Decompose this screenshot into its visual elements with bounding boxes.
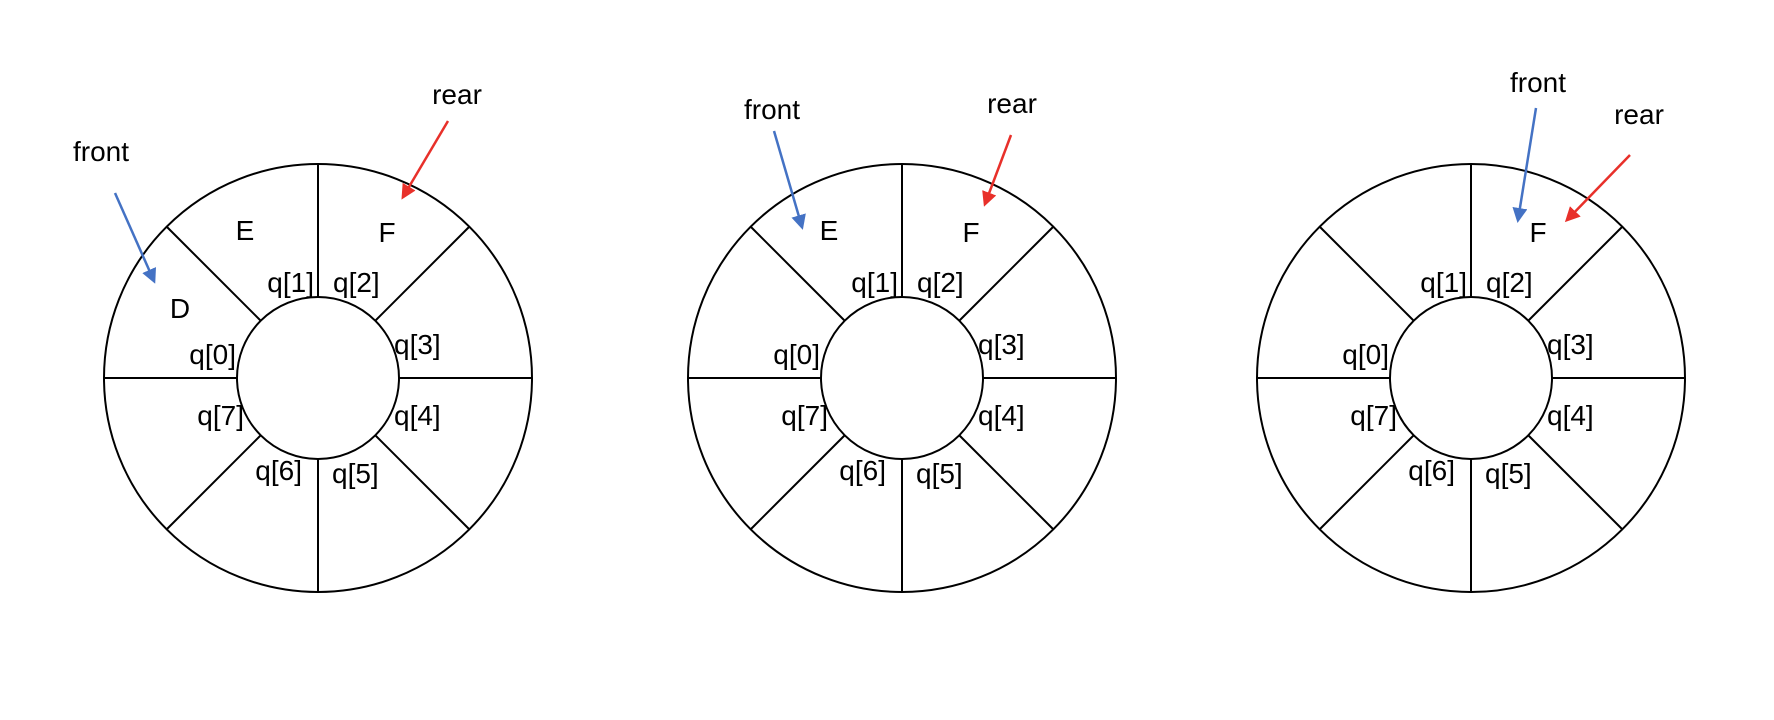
rear-label: rear	[987, 88, 1037, 119]
front-label: front	[744, 94, 800, 125]
slot-label-q7: q[7]	[197, 400, 244, 431]
divider-top-right	[958, 226, 1054, 322]
front-label: front	[1510, 67, 1566, 98]
queue-1: q[0] q[1] q[2] q[3] q[4] q[5] q[6] q[7] …	[103, 163, 533, 593]
divider-bottom-left	[166, 434, 262, 530]
slot-label-q0: q[0]	[773, 339, 820, 370]
rear-arrow	[982, 134, 1013, 207]
value-q0: D	[170, 293, 190, 324]
inner-circle	[1389, 296, 1553, 460]
divider-top-left	[1319, 226, 1415, 322]
slot-label-q0: q[0]	[189, 339, 236, 370]
front-arrow	[1512, 107, 1538, 223]
value-q1: E	[236, 215, 255, 246]
slot-label-q5: q[5]	[332, 458, 379, 489]
slot-label-q5: q[5]	[1485, 458, 1532, 489]
divider-bottom-right	[958, 434, 1054, 530]
slot-label-q2: q[2]	[917, 267, 964, 298]
value-q2: F	[962, 217, 979, 248]
rear-arrow	[1564, 154, 1631, 223]
divider-bottom-right	[1527, 434, 1623, 530]
divider-bottom-left	[1319, 434, 1415, 530]
slot-label-q6: q[6]	[839, 455, 886, 486]
slot-label-q7: q[7]	[1350, 400, 1397, 431]
slot-label-q5: q[5]	[916, 458, 963, 489]
divider-bottom-right	[374, 434, 470, 530]
value-q2: F	[1529, 217, 1546, 248]
value-q2: F	[378, 217, 395, 248]
slot-label-q7: q[7]	[781, 400, 828, 431]
slot-label-q4: q[4]	[1547, 400, 1594, 431]
rear-arrow	[401, 120, 450, 200]
slot-label-q1: q[1]	[1420, 267, 1467, 298]
queue-ring	[103, 163, 533, 593]
slot-label-q6: q[6]	[255, 455, 302, 486]
queue-3: q[0] q[1] q[2] q[3] q[4] q[5] q[6] q[7] …	[1256, 163, 1686, 593]
slot-label-q1: q[1]	[851, 267, 898, 298]
divider-top-right	[374, 226, 470, 322]
queue-2: q[0] q[1] q[2] q[3] q[4] q[5] q[6] q[7] …	[687, 163, 1117, 593]
front-arrow	[113, 192, 156, 284]
slot-label-q1: q[1]	[267, 267, 314, 298]
slot-label-q3: q[3]	[978, 329, 1025, 360]
front-label: front	[73, 136, 129, 167]
value-q1: E	[820, 215, 839, 246]
inner-circle	[236, 296, 400, 460]
slot-label-q2: q[2]	[333, 267, 380, 298]
slot-label-q2: q[2]	[1486, 267, 1533, 298]
slot-label-q4: q[4]	[394, 400, 441, 431]
divider-top-right	[1527, 226, 1623, 322]
divider-bottom-left	[750, 434, 846, 530]
rear-label: rear	[432, 79, 482, 110]
slot-label-q4: q[4]	[978, 400, 1025, 431]
divider-top-left	[750, 226, 846, 322]
slot-label-q0: q[0]	[1342, 339, 1389, 370]
front-arrow	[772, 130, 806, 230]
slot-label-q3: q[3]	[1547, 329, 1594, 360]
slot-label-q3: q[3]	[394, 329, 441, 360]
inner-circle	[820, 296, 984, 460]
divider-top-left	[166, 226, 262, 322]
queue-ring	[1256, 163, 1686, 593]
rear-label: rear	[1614, 99, 1664, 130]
slot-label-q6: q[6]	[1408, 455, 1455, 486]
queue-ring	[687, 163, 1117, 593]
